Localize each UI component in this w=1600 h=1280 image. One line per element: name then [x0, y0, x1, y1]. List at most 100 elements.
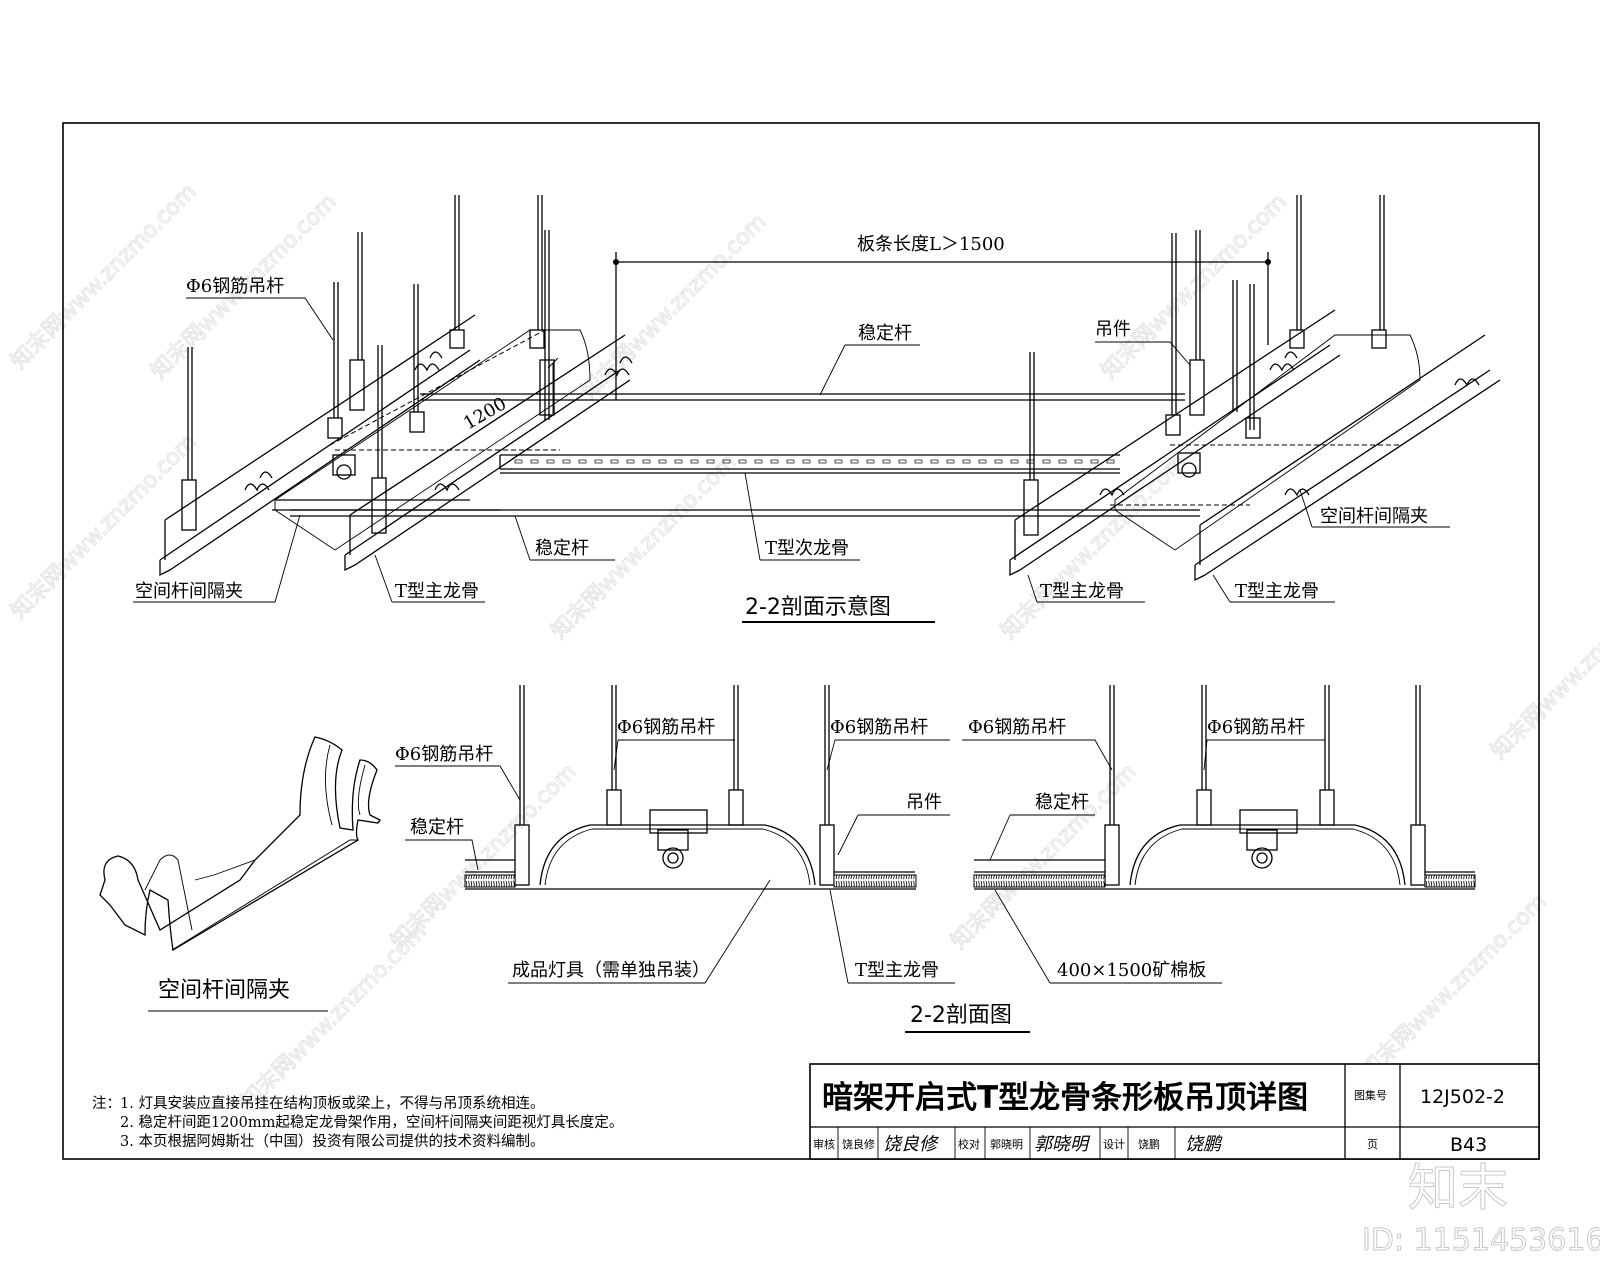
cross-tee-perforation — [978, 459, 987, 464]
brand-watermark: 知末 ID: 1151453616 — [1362, 1159, 1600, 1259]
diagonal-watermarks: 知末网www.znzmo.com 知末网www.znzmo.com 知末网www… — [6, 179, 1600, 1115]
left-spacer-clips — [244, 351, 633, 492]
label-hanger-rod: Φ6钢筋吊杆 — [186, 276, 284, 297]
design-name: 饶鹏 — [1138, 1138, 1160, 1151]
cross-tee-perforation — [514, 459, 523, 464]
strip-length-label: 板条长度L＞1500 — [857, 234, 1005, 255]
spacer-clip-detail: 空间杆间隔夹 — [99, 736, 381, 1012]
right-light-housing — [1114, 334, 1421, 551]
cross-tee-perforation — [850, 459, 859, 464]
cross-tee-perforation — [754, 459, 763, 464]
section-main-tee-brackets — [514, 824, 1426, 886]
cross-tee-perforation — [802, 459, 811, 464]
label-section-stabilizer-right: 稳定杆 — [1035, 792, 1089, 813]
review-name: 饶良修 — [842, 1137, 875, 1151]
cross-tee-perforation — [1074, 459, 1083, 464]
watermark-logo: 知末 — [1408, 1159, 1508, 1217]
cross-tee-perforation — [882, 459, 891, 464]
right-hanger-rods — [1029, 195, 1385, 480]
cross-tee-perforation — [738, 459, 747, 464]
cross-tee-perforation — [1058, 459, 1067, 464]
strip-length-dimension-line — [615, 252, 1269, 400]
cross-tee-perforation — [626, 459, 635, 464]
title-block: 暗架开启式T型龙骨条形板吊顶详图 图集号 12J502-2 审核 饶良修 饶良修… — [809, 1063, 1540, 1160]
stabilizer-bar-top — [420, 393, 1185, 401]
title-block-title: 暗架开启式T型龙骨条形板吊顶详图 — [822, 1080, 1308, 1116]
design-signature: 饶鹏 — [1185, 1134, 1223, 1155]
cross-tee-perforation — [898, 459, 907, 464]
watermark-diag: 知末网www.znzmo.com — [997, 449, 1192, 644]
cross-tee-perforation — [770, 459, 779, 464]
left-light-housing — [274, 329, 591, 551]
label-section-hanger-rod-1: Φ6钢筋吊杆 — [395, 744, 493, 765]
left-hanger-rods — [187, 195, 550, 480]
right-spacer-clips — [1099, 351, 1480, 497]
note-item-2: 2. 稳定杆间距1200mm起稳定龙骨架作用，空间杆间隔夹间距视灯具长度定。 — [120, 1114, 623, 1131]
section-hanger-rods — [519, 685, 1421, 825]
label-section-hanger-rod-2: Φ6钢筋吊杆 — [617, 717, 715, 738]
cross-tee-perforation — [594, 459, 603, 464]
page-number: B43 — [1450, 1134, 1487, 1156]
notes-prefix: 注： — [92, 1095, 121, 1112]
watermark-diag: 知末网www.znzmo.com — [577, 209, 772, 404]
label-section-hanger-rod-3: Φ6钢筋吊杆 — [830, 717, 928, 738]
label-section-hanger-part: 吊件 — [906, 792, 942, 813]
section-stabilizer-left — [465, 859, 515, 873]
cross-tee-perforation — [546, 459, 555, 464]
cross-tee-perforation — [1010, 459, 1019, 464]
cross-tee-perforation — [818, 459, 827, 464]
right-main-tee-rail-1 — [1009, 309, 1341, 577]
cross-tee-perforation — [994, 459, 1003, 464]
left-main-tee-rail-1 — [159, 314, 481, 577]
cross-tee-perforation — [786, 459, 795, 464]
cross-tee — [499, 454, 1120, 474]
note-item-1: 1. 灯具安装应直接吊挂在结构顶板或梁上，不得与吊顶系统相连。 — [120, 1094, 544, 1112]
iso-view-drawing: 1200 — [133, 195, 1501, 623]
cross-tee-perforation — [962, 459, 971, 464]
watermark-diag: 知末网www.znzmo.com — [947, 759, 1142, 954]
watermark-id: ID: 1151453616 — [1362, 1223, 1600, 1258]
section-mineral-boards — [464, 874, 1476, 888]
check-name: 郭晓明 — [990, 1138, 1023, 1151]
label-section-hanger-rod-5: Φ6钢筋吊杆 — [1207, 717, 1305, 738]
check-label: 校对 — [958, 1137, 980, 1151]
label-stabilizer-top: 稳定杆 — [858, 323, 912, 344]
label-section-stabilizer-left: 稳定杆 — [410, 817, 464, 838]
label-stabilizer-bottom: 稳定杆 — [535, 538, 589, 559]
clip-detail-title: 空间杆间隔夹 — [158, 978, 290, 1003]
cross-tee-perforation — [1090, 459, 1099, 464]
design-label: 设计 — [1103, 1138, 1125, 1151]
section-stabilizer-mid — [834, 859, 1105, 873]
page-label: 页 — [1367, 1138, 1378, 1151]
iso-view-title: 2-2剖面示意图 — [745, 595, 891, 620]
cross-tee-perforation — [722, 459, 731, 464]
label-main-tee-3: T型主龙骨 — [1235, 581, 1319, 602]
cross-tee-perforation — [674, 459, 683, 464]
left-main-tee-rail-2 — [344, 334, 631, 572]
section-view-title: 2-2剖面图 — [910, 1003, 1012, 1028]
cross-tee-perforation — [1106, 459, 1115, 464]
watermark-diag: 知末网www.znzmo.com — [1487, 569, 1600, 764]
notes: 注： 1. 灯具安装应直接吊挂在结构顶板或梁上，不得与吊顶系统相连。 2. 稳定… — [92, 1094, 623, 1150]
atlas-no-label: 图集号 — [1354, 1088, 1387, 1102]
stabilizer-bar-bottom — [290, 509, 1200, 517]
cross-tee-perforation — [578, 459, 587, 464]
cross-tee-perforation — [690, 459, 699, 464]
cross-tee-perforation — [930, 459, 939, 464]
cross-tee-perforation — [1042, 459, 1051, 464]
review-label: 审核 — [813, 1137, 835, 1151]
cross-tee-perforation — [658, 459, 667, 464]
label-main-tee-1: T型主龙骨 — [395, 581, 479, 602]
label-main-tee-2: T型主龙骨 — [1040, 581, 1124, 602]
cross-tee-perforation — [946, 459, 955, 464]
right-main-tee-rail-2 — [1194, 334, 1501, 582]
label-section-hanger-rod-4: Φ6钢筋吊杆 — [968, 717, 1066, 738]
cross-tee-perforation — [706, 459, 715, 464]
cross-tee-perforation — [562, 459, 571, 464]
watermark-diag: 知末网www.znzmo.com — [1357, 889, 1552, 1084]
watermark-diag: 知末网www.znzmo.com — [1097, 189, 1292, 384]
left-light-socket — [332, 454, 356, 480]
section-view-drawing: Φ6钢筋吊杆 Φ6钢筋吊杆 Φ6钢筋吊杆 Φ6钢筋吊杆 Φ6钢筋吊杆 稳定杆 吊… — [395, 685, 1476, 1033]
section-light-fixture-right — [1129, 789, 1406, 886]
